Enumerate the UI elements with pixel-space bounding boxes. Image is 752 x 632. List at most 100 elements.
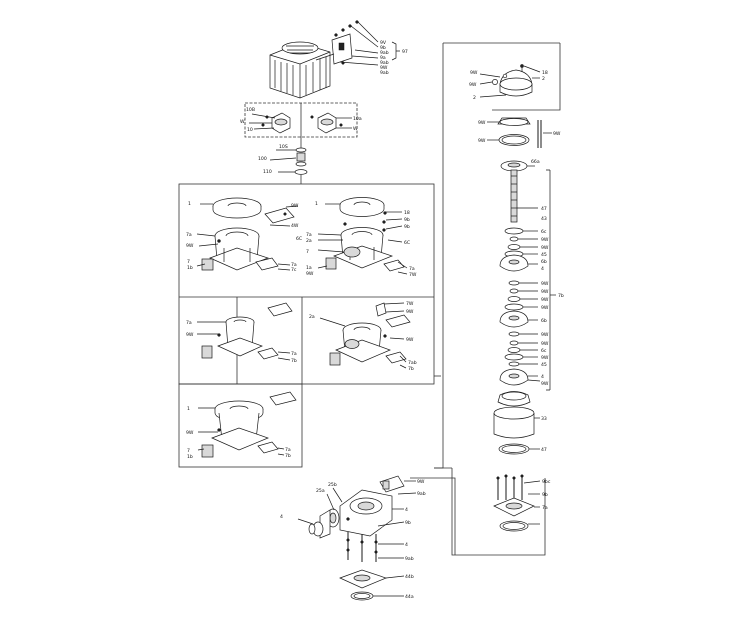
- motor-label-4: 9a: [380, 55, 386, 61]
- bottom-unit: 9W 9ab 4 9b 4 9ab 44b 44a 4 25a 25b: [280, 475, 426, 601]
- base-b-label-9: 1a: [306, 265, 312, 271]
- bottom-label-2: 9ab: [417, 491, 426, 497]
- motor-label-3: 9ab: [380, 50, 389, 56]
- seal-label-2: 100: [258, 156, 267, 162]
- base-variant-e: 1 9W 7 1b 7a 7b: [186, 391, 297, 460]
- column-label-2: 47: [541, 206, 547, 212]
- base-d-label-2: 7W: [406, 301, 414, 307]
- base-a-label-1: 1: [188, 201, 191, 207]
- base-c-label-1: 7a: [186, 320, 192, 326]
- column-label-25: 9bc: [542, 479, 551, 485]
- column-label-6: 9W: [541, 245, 549, 251]
- base-b-label-1: 1: [315, 201, 318, 207]
- motor-label-5: 9ab: [380, 60, 389, 66]
- base-a-label-5: 1b: [187, 265, 193, 271]
- coupling-label-4: 10a: [353, 116, 362, 122]
- base-b-label-5: 6C: [404, 240, 410, 246]
- coupling-label-3: 10: [247, 127, 253, 133]
- coupling-label-1: 10B: [246, 107, 255, 113]
- base-e-label-1: 1: [187, 406, 190, 412]
- column-label-8: 6b: [541, 259, 547, 265]
- base-b-label-12: 7W: [409, 272, 417, 278]
- bottom-label-7: 44b: [405, 574, 414, 580]
- base-d-label-6: 7b: [408, 366, 414, 372]
- column-label-17: 9W: [541, 341, 549, 347]
- bottom-label-9: 4: [280, 514, 283, 520]
- column-frame: [410, 42, 561, 556]
- base-variant-b: 1 18 9b 9b 6C 7a 2a 7 1a 9W 7a 7W: [306, 197, 417, 278]
- column-label-10: 9W: [541, 281, 549, 287]
- column-label-15: 6b: [541, 318, 547, 324]
- base-c-label-3: 7a: [291, 351, 297, 357]
- column-label-19: 9W: [541, 355, 549, 361]
- base-b-label-6: 7a: [306, 232, 312, 238]
- column-label-24: 47: [541, 447, 547, 453]
- column-top-label-3: 2: [542, 76, 545, 82]
- base-b-label-11: 7a: [409, 266, 415, 272]
- column-label-21: 4: [541, 374, 544, 380]
- base-e-label-3: 7: [187, 448, 190, 454]
- column-label-26: 9b: [542, 492, 548, 498]
- base-e-label-4: 1b: [187, 454, 193, 460]
- base-d-label-1: 2a: [309, 314, 315, 320]
- base-c-label-2: 9W: [186, 332, 194, 338]
- column-label-5: 9W: [541, 237, 549, 243]
- base-b-label-3: 9b: [404, 217, 410, 223]
- column-top-label-2: 18: [542, 70, 548, 76]
- bottom-label-5: 4: [405, 542, 408, 548]
- base-e-label-2: 9W: [186, 430, 194, 436]
- coupling-label-2: W: [240, 119, 245, 125]
- column-top-label-1: 9W: [470, 70, 478, 76]
- column-label-16: 9W: [541, 332, 549, 338]
- coupling-group: 10B W 10 10a W: [240, 102, 362, 138]
- column-side-label: 9W: [553, 131, 561, 137]
- column-label-14: 9W: [541, 305, 549, 311]
- column-label-20: 45: [541, 362, 547, 368]
- column-top: 9W 18 2 9W 2 9W 9W 9W: [469, 64, 561, 148]
- base-b-label-4: 9b: [404, 224, 410, 230]
- bottom-label-1: 9W: [417, 479, 425, 485]
- base-variant-a: 1 7a 9W 7 1b 9W 4W 6C 7a 7c: [186, 197, 302, 273]
- base-a-label-6: 9W: [291, 203, 299, 209]
- column-label-13: 9W: [541, 297, 549, 303]
- seal-label-1: 10S: [279, 144, 288, 150]
- motor-label-6: 97: [402, 49, 408, 55]
- column-top-label-4: 9W: [469, 82, 477, 88]
- motor-label-7: 9W: [380, 65, 388, 71]
- bottom-label-4: 9b: [405, 520, 411, 526]
- base-c-label-4: 7b: [291, 358, 297, 364]
- base-b-label-10: 9W: [306, 271, 314, 277]
- base-d-label-3: 9W: [406, 309, 414, 315]
- motor-label-2: 9b: [380, 45, 386, 51]
- bottom-label-11: 25b: [328, 482, 337, 488]
- column-label-27: 7a: [542, 505, 548, 511]
- base-b-label-8: 7: [306, 249, 309, 255]
- base-e-label-6: 7b: [285, 453, 291, 459]
- base-d-label-5: 7ab: [408, 360, 417, 366]
- column-label-23: 33: [541, 416, 547, 422]
- coupling-label-5: W: [353, 126, 358, 132]
- column-top-label-7: 9W: [478, 138, 486, 144]
- base-a-label-8: 6C: [296, 236, 302, 242]
- motor-label-8: 9ab: [380, 70, 389, 76]
- base-a-label-2: 7a: [186, 232, 192, 238]
- base-variant-d: 2a 7W 9W 9W 7ab 7b: [309, 301, 417, 372]
- bottom-label-6: 9ab: [405, 556, 414, 562]
- column-top-label-5: 2: [473, 95, 476, 101]
- base-b-label-7: 2a: [306, 238, 312, 244]
- column-label-7: 45: [541, 252, 547, 258]
- column-stack: 66a 47 43 6c 9W 9W 45 6b 4 9W 9W 7b 9W 9…: [493, 159, 564, 532]
- column-label-3: 43: [541, 216, 547, 222]
- base-a-label-4: 7: [187, 259, 190, 265]
- bottom-label-8: 44a: [405, 594, 414, 600]
- shaft-seal-group: 10S 100 110: [258, 137, 308, 184]
- seal-label-3: 110: [263, 169, 272, 175]
- base-a-label-3: 9W: [186, 243, 194, 249]
- motor-assembly: 9V 9b 9ab 9a 9ab 97 9W 9ab: [269, 20, 408, 99]
- motor-label-1: 9V: [380, 40, 387, 46]
- base-a-label-9: 7a: [291, 262, 297, 268]
- column-label-1: 66a: [531, 159, 540, 165]
- column-label-9: 4: [541, 266, 544, 272]
- base-a-label-7: 4W: [291, 223, 299, 229]
